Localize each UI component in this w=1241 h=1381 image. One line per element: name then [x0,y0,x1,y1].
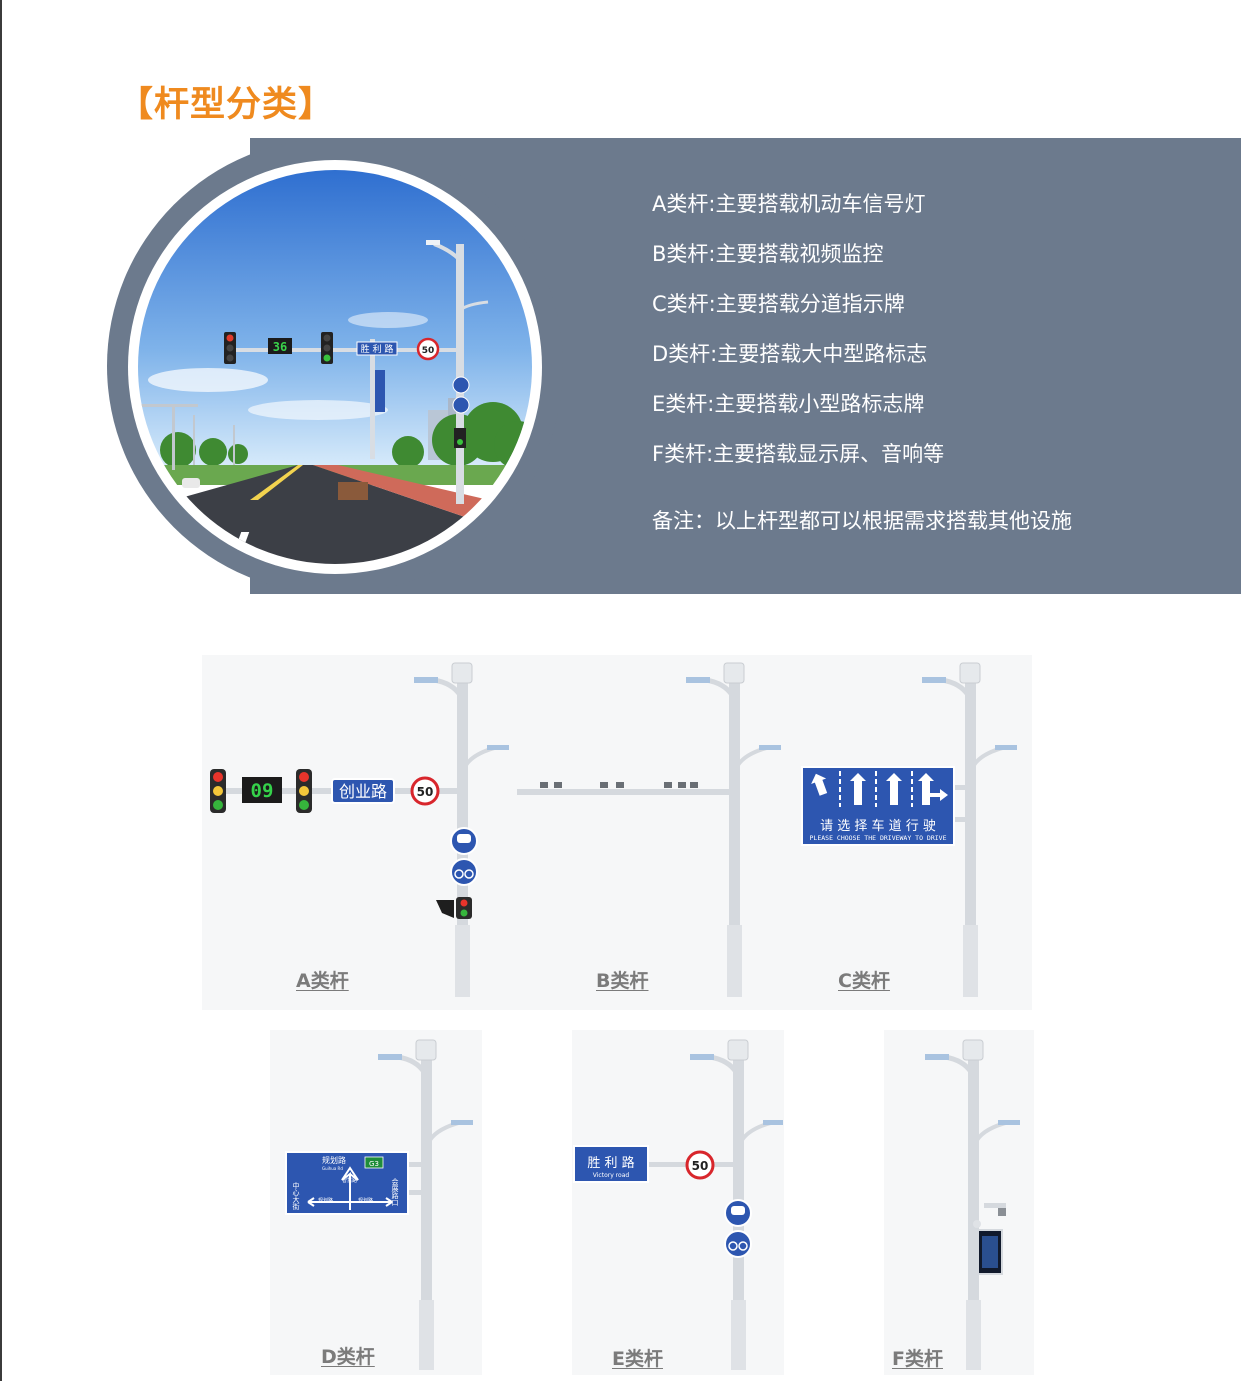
pole-f-label: F类杆 [892,1348,943,1370]
speed-limit-sign [410,776,440,806]
street-photo: 36 胜 利 路 50 [138,170,532,564]
bicycle-sign-icon [452,396,470,414]
camera-arm [517,789,731,795]
speed-limit-sign [685,1150,715,1180]
countdown-display [242,777,282,803]
speed-limit-text: 50 [692,1159,709,1173]
pole-type-e-desc: E类杆:主要搭载小型路标志牌 [652,392,925,416]
bottom-left-road-text: 规划路 [318,1197,333,1204]
right-road-text: 会展路口 [391,1177,399,1206]
signal-arm [228,348,460,352]
pole-e-panel: 胜 利 路 Victory road 50 E类杆 [572,1030,784,1375]
pole-c-label: C类杆 [838,970,890,992]
small-signal-light [456,897,472,919]
pole-type-f-desc: F类杆:主要搭载显示屏、音响等 [652,442,945,466]
speaker-icon [973,1220,981,1228]
pole-e-label: E类杆 [612,1348,663,1370]
pole-d-drawing: 规划路 Guihua Rd G3 中心大街 会展路口 智慧路 规划路 规划路 [285,1039,473,1370]
pole [456,244,464,504]
top-road-text: 规划路 [322,1155,346,1165]
route-shield [364,1156,384,1169]
pole-f-drawing [925,1039,1020,1370]
pole-type-list: A类杆:主要搭载机动车信号灯 B类杆:主要搭载视频监控 C类杆:主要搭载分道指示… [652,188,944,488]
pole-a-panel: 09 创业路 50 A类杆 [202,655,512,1010]
pole-type-c-desc: C类杆:主要搭载分道指示牌 [652,292,905,316]
street-sign [356,341,398,356]
camera-icons [540,782,698,788]
left-road-text: 中心大街 [292,1181,300,1211]
lane-sign-text: 请 选 择 车 道 行 驶 [820,818,936,834]
countdown-text: 09 [251,780,274,802]
pole-d-label: D类杆 [321,1346,375,1368]
speed-limit-text: 50 [417,785,434,799]
section-title: 【杆型分类】 [118,85,335,125]
street-sign-text: 胜 利 路 [361,343,394,355]
pole-e-drawing: 胜 利 路 Victory road 50 [573,1039,783,1370]
countdown-display [268,338,292,354]
street-sign [573,1145,649,1183]
mid-road-text: 智慧路 [342,1177,357,1184]
speed-limit-sign [416,337,440,361]
street-sign-en-text: Victory road [593,1172,630,1179]
lane-sign-subtext: PLEASE CHOOSE THE DRIVEWAY TO DRIVE [810,834,947,842]
pole-type-a-desc: A类杆:主要搭载机动车信号灯 [652,192,926,216]
pole-c-panel: 请 选 择 车 道 行 驶 PLEASE CHOOSE THE DRIVEWAY… [782,655,1032,1010]
camera-icon [998,1208,1006,1216]
left-border-line [0,0,2,1381]
top-road-en-text: Guihua Rd [322,1166,343,1171]
small-signal-light [454,428,466,448]
pole-type-b-desc: B类杆:主要搭载视频监控 [652,242,884,266]
note-text: 备注：以上杆型都可以根据需求搭载其他设施 [652,509,1072,533]
bottom-right-road-text: 规划路 [358,1197,373,1204]
street-sign [331,778,395,804]
vehicle-sign-icon [452,376,470,394]
pole-d-panel: 规划路 Guihua Rd G3 中心大街 会展路口 智慧路 规划路 规划路 D… [270,1030,482,1375]
pole-f-panel: F类杆 [884,1030,1034,1375]
planter [338,482,368,500]
pole-a-drawing: 09 创业路 50 [210,662,509,997]
pole-c-drawing: 请 选 择 车 道 行 驶 PLEASE CHOOSE THE DRIVEWAY… [801,662,1017,997]
street-sign-text: 创业路 [339,782,387,801]
pole-a-label: A类杆 [296,970,349,992]
countdown-text: 36 [273,340,287,354]
route-code-text: G3 [369,1160,379,1168]
guide-sign [285,1151,409,1215]
pole-b-drawing [517,662,781,997]
pole-b-panel: B类杆 [512,655,782,1010]
pole-type-d-desc: D类杆:主要搭载大中型路标志 [652,342,928,366]
street-sign-text: 胜 利 路 [587,1155,634,1171]
pole-b-label: B类杆 [596,970,649,992]
speed-limit-text: 50 [422,346,435,356]
lane-arrow-icons [811,773,948,805]
